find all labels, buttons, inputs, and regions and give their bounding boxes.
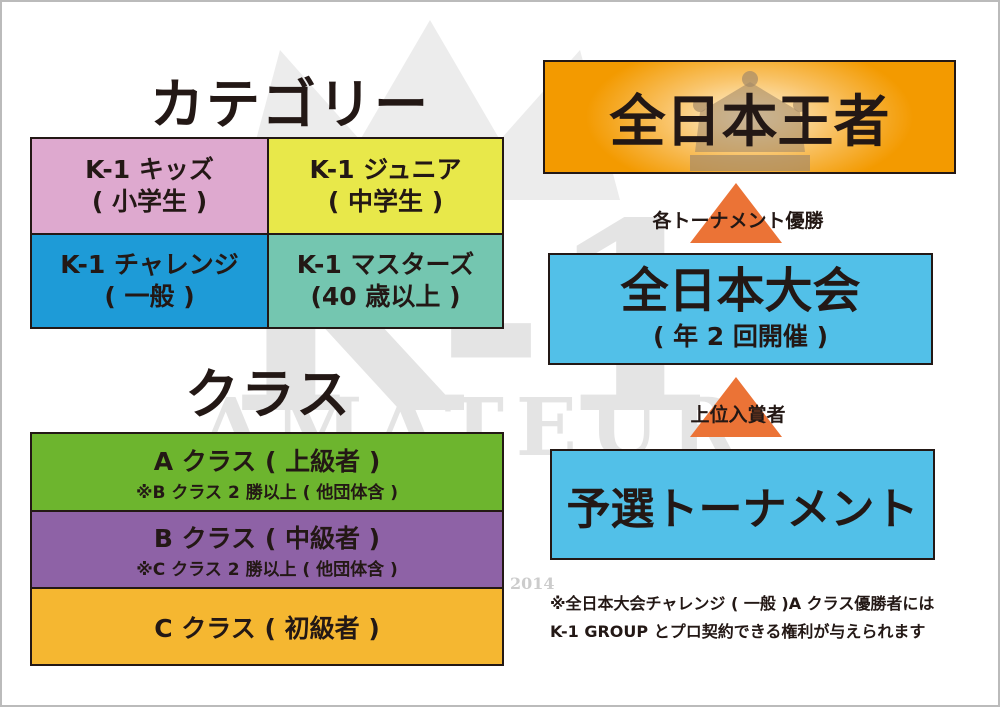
note-line-2: K-1 GROUP とプロ契約できる権利が与えられます xyxy=(550,622,926,641)
arrow-up-icon xyxy=(690,377,782,437)
category-heading: カテゴリー xyxy=(150,73,430,136)
qualifier-title: 予選トーナメント xyxy=(566,483,919,535)
category-sub: (40 歳以上 ) xyxy=(310,282,461,311)
all-japan-champion-box: 全日本王者 xyxy=(543,60,956,174)
tournament-title: 全日本大会 xyxy=(620,262,861,319)
category-sub: ( 中学生 ) xyxy=(327,187,444,216)
category-name: K-1 ジュニア xyxy=(309,154,462,184)
tournament-winner-label: 各トーナメント優勝 xyxy=(652,210,824,232)
arrow-up-icon xyxy=(690,183,782,243)
class-name: B クラス ( 中級者 ) xyxy=(153,524,381,553)
class-heading: クラス xyxy=(185,363,352,426)
tournament-frequency: ( 年 2 回開催 ) xyxy=(652,322,829,352)
class-requirement: ※C クラス 2 勝以上 ( 他団体含 ) xyxy=(136,560,398,580)
class-a-row: A クラス ( 上級者 ) ※B クラス 2 勝以上 ( 他団体含 ) xyxy=(30,432,504,512)
crown-icon xyxy=(690,71,810,171)
category-name: K-1 チャレンジ xyxy=(60,249,239,279)
top-finishers-label: 上位入賞者 xyxy=(690,404,786,426)
all-japan-tournament-box: 全日本大会 ( 年 2 回開催 ) xyxy=(548,253,933,365)
category-name: K-1 マスターズ xyxy=(296,249,475,279)
note-line-1: ※全日本大会チャレンジ ( 一般 )A クラス優勝者には xyxy=(550,594,935,613)
category-sub: ( 小学生 ) xyxy=(91,187,208,216)
class-name: A クラス ( 上級者 ) xyxy=(153,446,381,476)
year-watermark: 2014 xyxy=(510,574,555,593)
class-requirement: ※B クラス 2 勝以上 ( 他団体含 ) xyxy=(135,482,399,503)
category-challenge: K-1 チャレンジ ( 一般 ) xyxy=(30,233,269,329)
class-name: C クラス ( 初級者 ) xyxy=(154,613,380,643)
qualifier-tournament-box: 予選トーナメント xyxy=(550,449,935,560)
class-b-row: B クラス ( 中級者 ) ※C クラス 2 勝以上 ( 他団体含 ) xyxy=(30,510,504,589)
category-sub: ( 一般 ) xyxy=(104,282,195,311)
category-name: K-1 キッズ xyxy=(85,154,214,184)
category-masters: K-1 マスターズ (40 歳以上 ) xyxy=(267,233,504,329)
champion-title: 全日本王者 xyxy=(609,89,890,155)
category-junior: K-1 ジュニア ( 中学生 ) xyxy=(267,137,504,235)
class-c-row: C クラス ( 初級者 ) xyxy=(30,587,504,666)
category-kids: K-1 キッズ ( 小学生 ) xyxy=(30,137,269,235)
